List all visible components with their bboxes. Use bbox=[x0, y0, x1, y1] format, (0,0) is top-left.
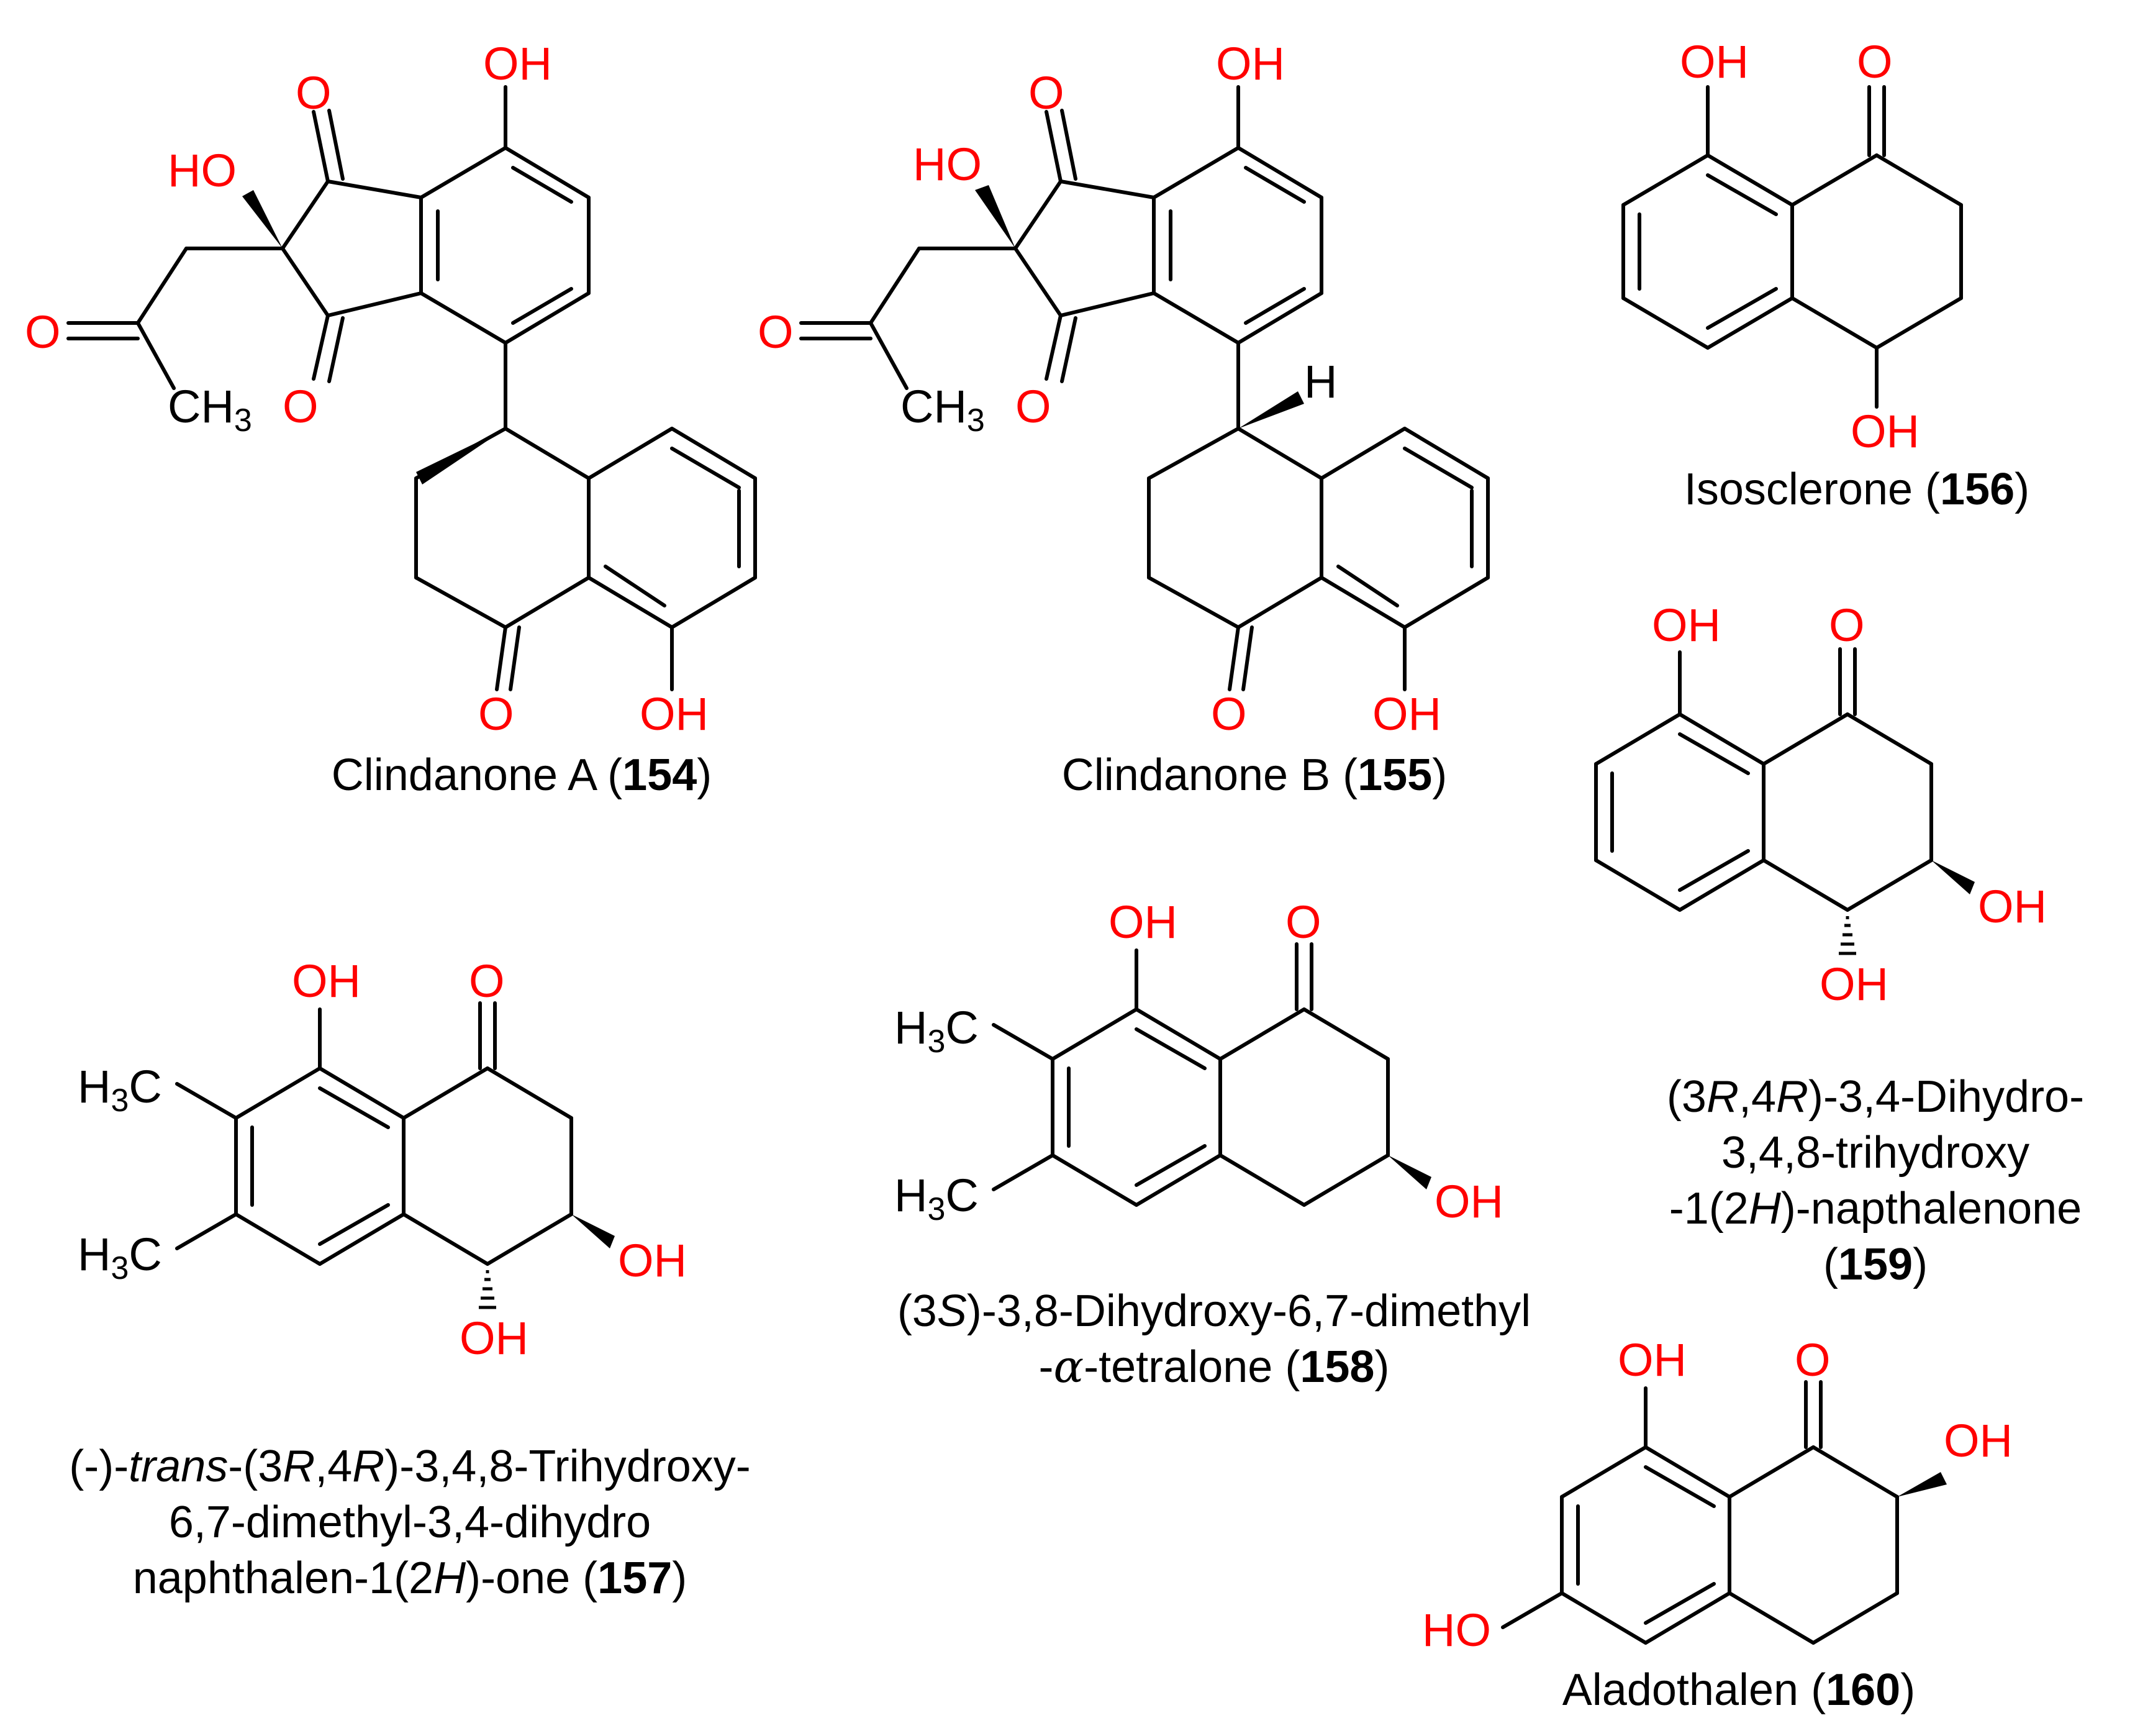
hydroxyl-label: OH bbox=[1216, 38, 1285, 89]
caption-159-line4: (159) bbox=[1823, 1240, 1928, 1289]
caption-157-line3: naphthalen-1(2H)-one (157) bbox=[133, 1553, 687, 1603]
caption-158-line2: -α-tetralone (158) bbox=[1039, 1340, 1390, 1393]
hydroxyl-label: OH bbox=[1680, 36, 1749, 88]
bold-wedge bbox=[975, 185, 1015, 248]
structure-154: O OH HO O O CH3 O OH Clindanone A (154) bbox=[25, 38, 757, 800]
structure-155: O OH HO O O CH3 H O OH Clindanone B (155… bbox=[758, 38, 1490, 800]
bonds-160 bbox=[1501, 1380, 1899, 1645]
methyl-label: CH3 bbox=[900, 381, 985, 439]
methyl-label: H3C bbox=[78, 1229, 162, 1286]
hydroxyl-label: OH bbox=[1820, 958, 1888, 1010]
caption-155: Clindanone B (155) bbox=[1062, 750, 1447, 800]
oxygen-label: O bbox=[1857, 36, 1893, 88]
hydroxyl-label: OH bbox=[460, 1312, 528, 1364]
hashed-wedge bbox=[242, 190, 283, 248]
caption-157-line2: 6,7-dimethyl-3,4-dihydro bbox=[169, 1497, 651, 1547]
hydroxyl-label: OH bbox=[1372, 688, 1441, 740]
oxygen-label: O bbox=[296, 67, 332, 119]
bonds-156 bbox=[1621, 85, 1963, 409]
bonds-155 bbox=[799, 85, 1490, 691]
oxygen-label: O bbox=[1028, 67, 1064, 119]
hashed-wedge bbox=[1839, 916, 1856, 955]
structure-159: OH O OH OH (3R,4R)-3,4-Dihydro- 3,4,8-tr… bbox=[1594, 599, 2084, 1289]
oxygen-label: O bbox=[1211, 688, 1247, 740]
oxygen-label: O bbox=[25, 306, 61, 358]
caption-156: Isosclerone (156) bbox=[1684, 465, 2029, 514]
bold-wedge bbox=[1931, 860, 1975, 894]
oxygen-label: O bbox=[1795, 1334, 1831, 1386]
hydroxyl-label: OH bbox=[292, 955, 361, 1007]
caption-159-line2: 3,4,8-trihydroxy bbox=[1721, 1128, 2029, 1178]
structure-157: OH O H3C H3C OH OH (-)-trans-(3R,4R)-3,4… bbox=[69, 955, 750, 1603]
caption-159-line1: (3R,4R)-3,4-Dihydro- bbox=[1667, 1072, 2084, 1122]
methyl-label: CH3 bbox=[168, 381, 252, 439]
structure-156: OH O OH Isosclerone (156) bbox=[1621, 36, 2029, 514]
caption-159-line3: -1(2H)-napthalenone bbox=[1669, 1184, 2082, 1234]
bonds-157 bbox=[175, 1001, 573, 1266]
oxygen-label: O bbox=[478, 688, 514, 740]
bold-wedge bbox=[571, 1214, 615, 1248]
oxygen-label: O bbox=[1829, 599, 1865, 651]
caption-154: Clindanone A (154) bbox=[332, 750, 712, 800]
bold-wedge bbox=[1388, 1155, 1431, 1189]
hydroxyl-label: HO bbox=[1422, 1604, 1491, 1656]
methyl-label: H3C bbox=[78, 1061, 162, 1119]
methyl-label: H3C bbox=[894, 1002, 979, 1060]
hydroxyl-label: HO bbox=[168, 145, 237, 196]
structure-158: OH O H3C H3C OH (3S)-3,8-Dihydroxy-6,7-d… bbox=[894, 896, 1531, 1393]
bold-wedge bbox=[416, 429, 505, 484]
hydroxyl-label: OH bbox=[483, 38, 552, 89]
bonds-158 bbox=[992, 942, 1390, 1207]
hydroxyl-label: OH bbox=[1618, 1334, 1687, 1386]
hashed-wedge bbox=[479, 1270, 496, 1309]
methyl-label: H3C bbox=[894, 1170, 979, 1227]
hydroxyl-label: OH bbox=[640, 688, 709, 740]
hydroxyl-label: OH bbox=[1944, 1415, 2013, 1466]
caption-158-line1: (3S)-3,8-Dihydroxy-6,7-dimethyl bbox=[897, 1286, 1531, 1336]
caption-157-line1: (-)-trans-(3R,4R)-3,4,8-Trihydroxy- bbox=[69, 1442, 750, 1491]
oxygen-label: O bbox=[1285, 896, 1321, 948]
oxygen-label: O bbox=[1015, 381, 1051, 432]
bold-wedge bbox=[1897, 1472, 1947, 1497]
hydroxyl-label: OH bbox=[1851, 406, 1920, 457]
hydrogen-label: H bbox=[1304, 356, 1337, 407]
hydroxyl-label: OH bbox=[1435, 1176, 1503, 1227]
oxygen-label: O bbox=[469, 955, 505, 1007]
oxygen-label: O bbox=[283, 381, 319, 432]
bold-wedge bbox=[1238, 391, 1304, 429]
structure-160: OH O OH HO Aladothalen (160) bbox=[1422, 1334, 2013, 1715]
hydroxyl-label: OH bbox=[618, 1235, 687, 1286]
oxygen-label: O bbox=[758, 306, 794, 358]
bonds-159 bbox=[1594, 647, 1933, 912]
hydroxyl-label: OH bbox=[1652, 599, 1721, 651]
hydroxyl-label: OH bbox=[1978, 881, 2047, 932]
hydroxyl-label: HO bbox=[913, 139, 982, 190]
hydroxyl-label: OH bbox=[1108, 896, 1177, 948]
caption-160: Aladothalen (160) bbox=[1562, 1665, 1915, 1715]
